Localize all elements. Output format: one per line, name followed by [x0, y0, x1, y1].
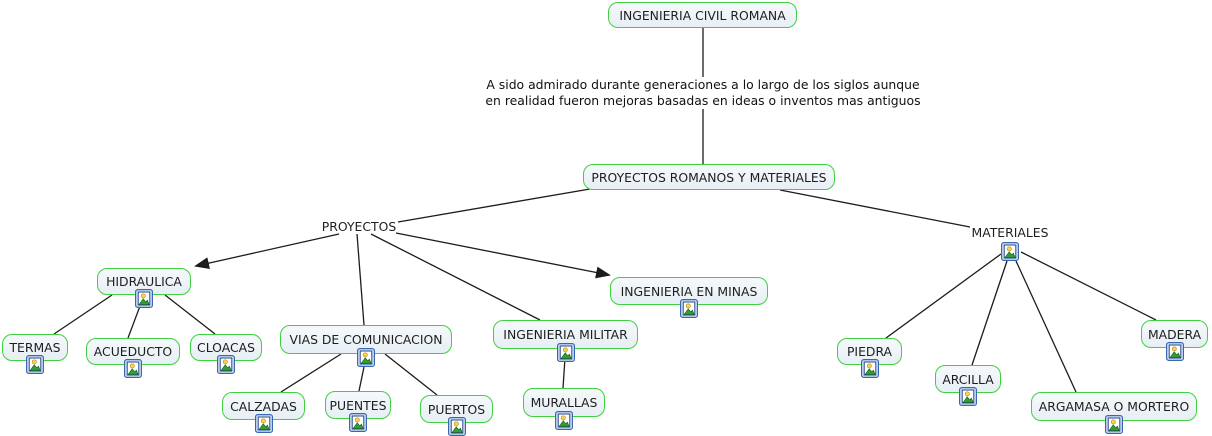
image-resource-icon	[959, 387, 977, 406]
concept-puentes[interactable]: PUENTES	[325, 391, 391, 419]
image-resource-icon-hidraulica[interactable]	[135, 289, 153, 308]
image-resource-icon-arcilla[interactable]	[959, 387, 977, 406]
image-resource-icon	[349, 413, 367, 432]
concept-label-proy-mat: PROYECTOS ROMANOS Y MATERIALES	[591, 169, 827, 185]
image-resource-icon	[124, 359, 142, 378]
concept-proy-mat[interactable]: PROYECTOS ROMANOS Y MATERIALES	[583, 164, 835, 190]
image-resource-icon	[26, 355, 44, 374]
concept-label-vias: VIAS DE COMUNICACION	[289, 332, 443, 347]
edge-militar-murallas	[562, 357, 566, 389]
image-resource-icon	[1166, 342, 1184, 361]
image-resource-icon-acueducto[interactable]	[124, 359, 142, 378]
concept-label-murallas: MURALLAS	[530, 395, 598, 410]
edge-materiales-madera	[1020, 251, 1157, 321]
image-resource-icon-puertos[interactable]	[448, 417, 466, 436]
edge-hidraulica-acueducto	[127, 305, 141, 339]
edge-hidraulica-cloacas	[164, 294, 216, 335]
edge-proyectos-minas	[395, 232, 611, 279]
annotation-line2: en realidad fueron mejoras basadas en id…	[485, 93, 921, 108]
concept-label-proyectos: PROYECTOS	[321, 219, 397, 234]
annotation-text[interactable]: A sido admirado durante generaciones a l…	[481, 77, 925, 109]
concept-proyectos[interactable]: PROYECTOS	[318, 218, 400, 235]
edge-vias-calzadas	[280, 353, 342, 393]
image-resource-icon-murallas[interactable]	[555, 411, 573, 430]
concept-label-minas: INGENIERIA EN MINAS	[620, 283, 758, 299]
image-resource-icon-materiales[interactable]	[1001, 242, 1019, 261]
image-resource-icon	[357, 348, 375, 367]
concept-label-arcilla: ARCILLA	[942, 371, 994, 387]
edge-proyectos-hidraulica	[194, 233, 340, 270]
edge-materiales-piedra	[885, 253, 1002, 339]
concept-label-cloacas: CLOACAS	[197, 340, 255, 355]
edge-proy-mat-proyectos	[397, 188, 591, 223]
image-resource-icon-termas[interactable]	[26, 355, 44, 374]
image-resource-icon-puentes[interactable]	[349, 413, 367, 432]
image-resource-icon-argamasa[interactable]	[1105, 415, 1123, 434]
edge-vias-puentes	[358, 366, 365, 392]
edge-proy-mat-materiales	[779, 189, 971, 228]
concept-label-acueducto: ACUEDUCTO	[93, 344, 173, 359]
image-resource-icon-piedra[interactable]	[861, 359, 879, 378]
concept-materiales[interactable]: MATERIALES	[966, 224, 1054, 241]
edge-proyectos-vias	[356, 233, 365, 326]
edge-vias-puertos	[384, 353, 438, 396]
concept-label-termas: TERMAS	[9, 340, 61, 355]
image-resource-icon	[255, 414, 273, 433]
image-resource-icon-militar[interactable]	[557, 343, 575, 362]
image-resource-icon	[861, 359, 879, 378]
image-resource-icon	[680, 299, 698, 318]
annotation-line1: A sido admirado durante generaciones a l…	[486, 77, 920, 92]
concept-madera[interactable]: MADERA	[1141, 320, 1208, 348]
image-resource-icon	[135, 289, 153, 308]
concept-label-calzadas: CALZADAS	[230, 398, 297, 414]
concept-civil[interactable]: INGENIERIA CIVIL ROMANA	[608, 2, 797, 28]
image-resource-icon-vias[interactable]	[357, 348, 375, 367]
image-resource-icon-cloacas[interactable]	[217, 355, 235, 374]
concept-label-militar: INGENIERIA MILITAR	[503, 327, 628, 342]
image-resource-icon	[555, 411, 573, 430]
image-resource-icon	[1105, 415, 1123, 434]
concept-label-civil: INGENIERIA CIVIL ROMANA	[619, 7, 786, 23]
image-resource-icon	[448, 417, 466, 436]
image-resource-icon-madera[interactable]	[1166, 342, 1184, 361]
image-resource-icon	[1001, 242, 1019, 261]
concept-label-puertos: PUERTOS	[427, 401, 486, 417]
edge-materiales-argamasa	[1015, 260, 1077, 393]
image-resource-icon	[217, 355, 235, 374]
concept-label-madera: MADERA	[1147, 326, 1202, 342]
concept-label-piedra: PIEDRA	[846, 344, 893, 359]
edge-materiales-arcilla	[971, 260, 1008, 366]
concept-hidraulica[interactable]: HIDRAULICA	[97, 268, 191, 295]
concept-label-hidraulica: HIDRAULICA	[106, 274, 182, 289]
concept-label-argamasa: ARGAMASA O MORTERO	[1038, 399, 1190, 414]
image-resource-icon-minas[interactable]	[680, 299, 698, 318]
image-resource-icon-calzadas[interactable]	[255, 414, 273, 433]
edge-proyectos-militar	[370, 233, 541, 321]
concept-label-puentes: PUENTES	[329, 397, 387, 413]
edge-hidraulica-termas	[53, 294, 113, 335]
concept-label-materiales: MATERIALES	[971, 225, 1049, 240]
image-resource-icon	[557, 343, 575, 362]
